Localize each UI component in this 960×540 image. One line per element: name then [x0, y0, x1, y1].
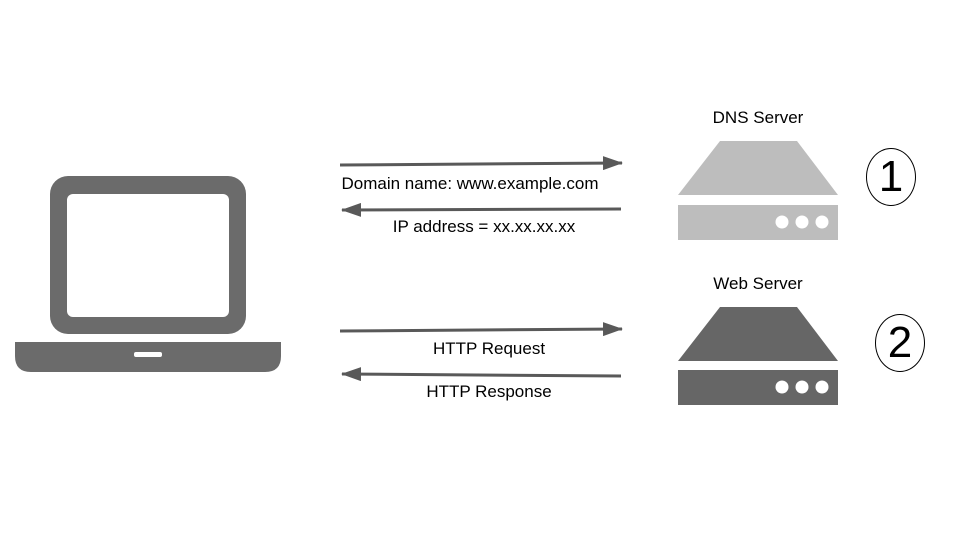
- laptop-trackpad-notch: [134, 352, 162, 357]
- step-badge-2: 2: [875, 314, 925, 372]
- dns-server-icon: [678, 141, 838, 240]
- arrow-ip-response: [341, 202, 622, 217]
- dns-server-top: [678, 141, 838, 195]
- domain-request-label: Domain name: www.example.com: [341, 174, 599, 193]
- arrow-http-request: [339, 322, 623, 337]
- http-response-label: HTTP Response: [426, 382, 552, 401]
- laptop-icon: [15, 176, 281, 372]
- dns-server-body: [678, 205, 838, 240]
- web-server-body: [678, 370, 838, 405]
- web-server-light-2: [795, 380, 809, 394]
- web-server-label: Web Server: [713, 274, 803, 293]
- web-server-top: [678, 307, 838, 361]
- step-badge-1: 1: [866, 148, 916, 206]
- laptop-screen: [67, 194, 229, 317]
- dns-server-label: DNS Server: [712, 108, 804, 127]
- http-request-label: HTTP Request: [432, 339, 546, 358]
- ip-response-label: IP address = xx.xx.xx.xx: [392, 217, 576, 236]
- web-server-icon: [678, 307, 838, 405]
- arrow-domain-request: [339, 156, 623, 171]
- dns-server-light-2: [795, 215, 809, 229]
- arrow-http-response: [341, 367, 622, 382]
- dns-server-light-1: [775, 215, 789, 229]
- dns-server-light-3: [815, 215, 829, 229]
- web-server-light-1: [775, 380, 789, 394]
- web-server-light-3: [815, 380, 829, 394]
